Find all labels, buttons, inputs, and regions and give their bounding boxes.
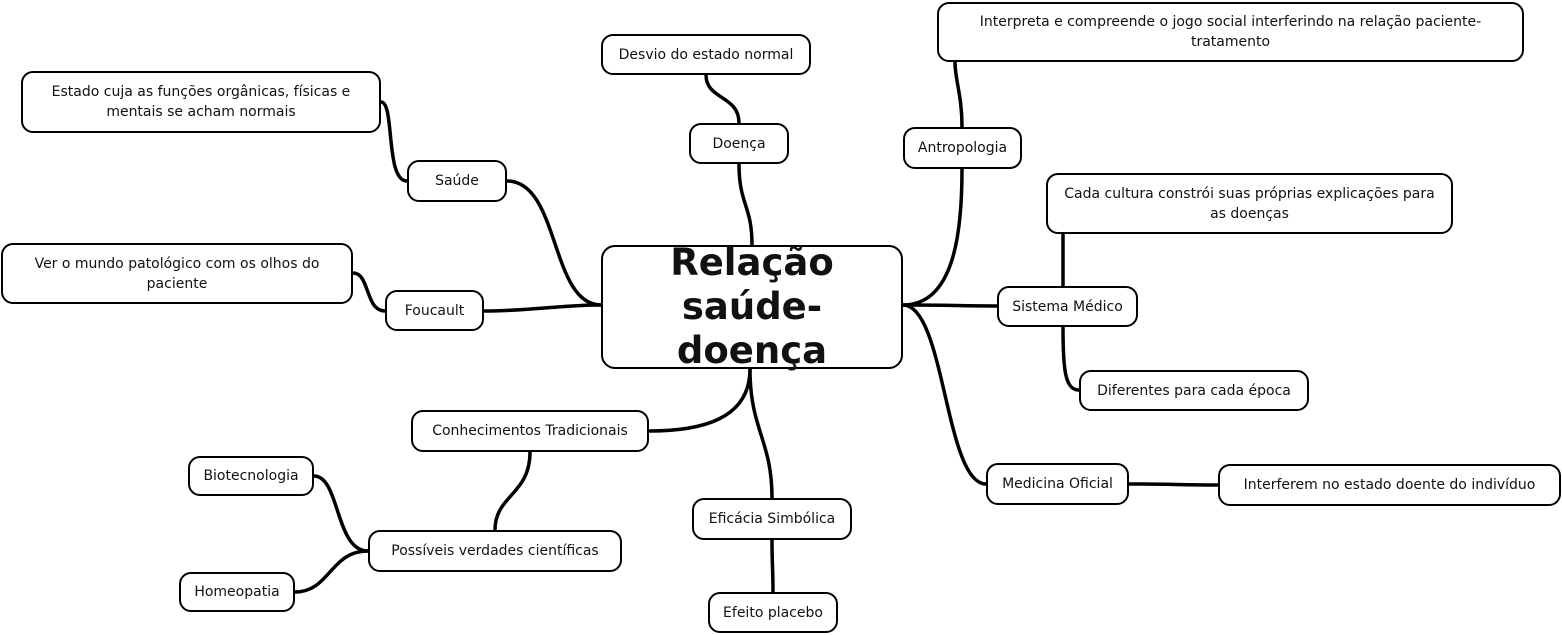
edge-conhec-possiveis [493,450,532,532]
node-antropologia[interactable]: Antropologia [903,127,1022,169]
node-eficacia-simbolica[interactable]: Eficácia Simbólica [692,498,852,540]
node-medicina-oficial[interactable]: Medicina Oficial [986,463,1129,505]
node-efeito-placebo[interactable]: Efeito placebo [708,592,838,633]
node-interpreta[interactable]: Interpreta e compreende o jogo social in… [937,2,1524,62]
node-possiveis-verdades[interactable]: Possíveis verdades científicas [368,530,622,572]
node-saude[interactable]: Saúde [407,160,507,202]
node-cada-cultura[interactable]: Cada cultura constrói suas próprias expl… [1046,173,1453,234]
edge-center-conhec [647,367,752,433]
node-homeopatia[interactable]: Homeopatia [179,572,295,612]
edge-foucault-ver [351,271,387,313]
edge-center-doenca [737,162,754,247]
edge-center-saude [505,179,603,307]
central-topic-line2: saúde-doença [676,285,828,372]
node-conhecimentos-tradicionais[interactable]: Conhecimentos Tradicionais [411,410,649,452]
node-doenca[interactable]: Doença [689,123,789,164]
edge-medicina-interferem [1127,482,1220,487]
node-ver-mundo[interactable]: Ver o mundo patológico com os olhos do p… [1,243,353,304]
edge-possiveis-biotec [312,474,370,553]
edge-center-foucault [482,303,603,313]
node-estado[interactable]: Estado cuja as funções orgânicas, física… [21,71,381,133]
node-desvio[interactable]: Desvio do estado normal [601,34,811,75]
edge-center-sistema [901,303,999,308]
edge-possiveis-homeo [293,549,370,594]
edge-center-eficacia [748,367,774,500]
node-foucault[interactable]: Foucault [385,290,484,331]
edge-doenca-desvio [704,73,741,125]
central-topic-line1: Relação [670,241,834,284]
edge-antropo-interpreta [953,60,964,129]
node-biotecnologia[interactable]: Biotecnologia [188,456,314,496]
edge-center-antropo [901,167,964,307]
node-interferem[interactable]: Interferem no estado doente do indivíduo [1218,464,1561,506]
edge-center-medicina [901,303,988,486]
edge-sistema-diferentes [1061,325,1081,392]
edge-saude-estado [379,100,409,183]
edge-eficacia-placebo [770,538,775,594]
node-diferentes-epoca[interactable]: Diferentes para cada época [1079,370,1309,411]
node-sistema-medico[interactable]: Sistema Médico [997,286,1138,327]
